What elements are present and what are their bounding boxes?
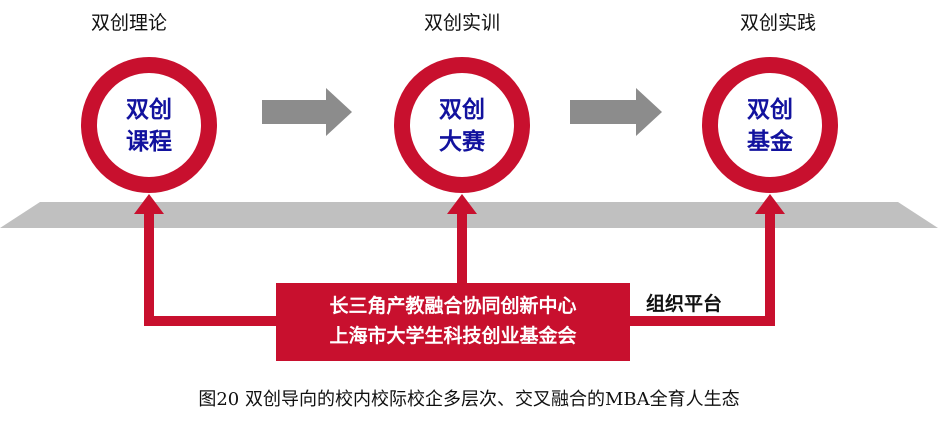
connector-lines <box>134 194 785 326</box>
stage-title-2: 双创实训 <box>423 12 500 34</box>
stage-3-label-line2: 基金 <box>747 129 793 155</box>
platform-label: 组织平台 <box>646 293 723 315</box>
stage-1-label: 双创 课程 <box>89 94 209 158</box>
arrow-right-1 <box>262 88 352 136</box>
organization-line1: 长三角产教融合协同创新中心 <box>329 295 577 317</box>
arrow-right-2 <box>570 88 662 136</box>
stage-1-label-line1: 双创 <box>126 97 172 123</box>
organization-box: 长三角产教融合协同创新中心 上海市大学生科技创业基金会 <box>276 283 630 361</box>
ecosystem-diagram <box>0 57 938 326</box>
stage-title-3: 双创实践 <box>739 12 816 34</box>
organization-line2: 上海市大学生科技创业基金会 <box>329 325 577 347</box>
stage-circle-1 <box>81 57 217 193</box>
stage-2-label-line2: 大赛 <box>439 129 485 155</box>
figure-caption: 图20 双创导向的校内校际校企多层次、交叉融合的MBA全育人生态 <box>198 389 740 410</box>
platform-band <box>0 202 938 228</box>
stage-2-label: 双创 大赛 <box>402 94 522 158</box>
stage-1-label-line2: 课程 <box>126 129 172 155</box>
stage-2-label-line1: 双创 <box>439 97 485 123</box>
stage-title-1: 双创理论 <box>90 12 167 34</box>
stage-circle-2 <box>394 57 530 193</box>
stage-3-label-line1: 双创 <box>747 97 793 123</box>
stage-circle-3 <box>702 57 838 193</box>
stage-3-label: 双创 基金 <box>710 94 830 158</box>
